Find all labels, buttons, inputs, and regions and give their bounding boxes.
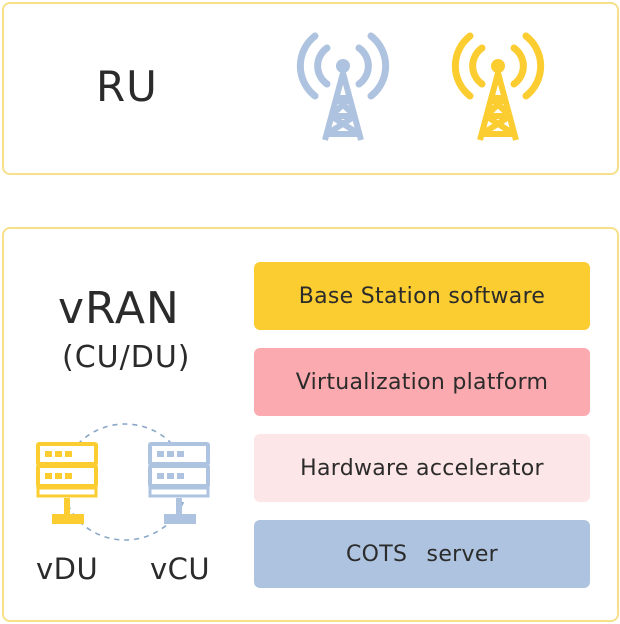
vran-subtitle: (CU/DU): [62, 340, 191, 375]
vdu-server-icon: [36, 442, 98, 524]
layer-base-station-software: Base Station software: [254, 262, 590, 330]
antenna-tower-icon: [451, 32, 545, 141]
vran-title: vRAN: [58, 283, 180, 334]
layer-hardware-accelerator: Hardware accelerator: [254, 434, 590, 502]
vdu-label: vDU: [36, 552, 99, 586]
vcu-label: vCU: [150, 552, 211, 586]
antenna-tower-icon: [296, 32, 390, 141]
layer-virtualization-platform: Virtualization platform: [254, 348, 590, 416]
ru-title: RU: [96, 62, 158, 111]
server-connection-diagram: [36, 423, 210, 541]
layer-cots-server: COTS server: [254, 520, 590, 588]
vcu-server-icon: [148, 442, 210, 524]
